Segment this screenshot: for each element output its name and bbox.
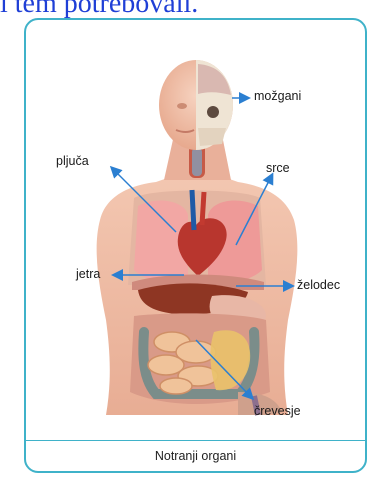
label-intestines: črevesje — [254, 404, 301, 418]
label-stomach: želodec — [297, 278, 340, 292]
label-heart: srce — [266, 161, 290, 175]
diagram-caption: Notranji organi — [26, 440, 365, 471]
caption-text: Notranji organi — [155, 449, 236, 463]
diagram-card: možgani pljuča srce jetra želodec čreves… — [24, 18, 367, 473]
label-liver: jetra — [76, 267, 100, 281]
label-brain: možgani — [254, 89, 301, 103]
label-lungs: pljuča — [56, 154, 89, 168]
header-partial-text: i tem potrebovali. — [0, 0, 198, 20]
anatomy-torso-illustration — [26, 20, 367, 445]
